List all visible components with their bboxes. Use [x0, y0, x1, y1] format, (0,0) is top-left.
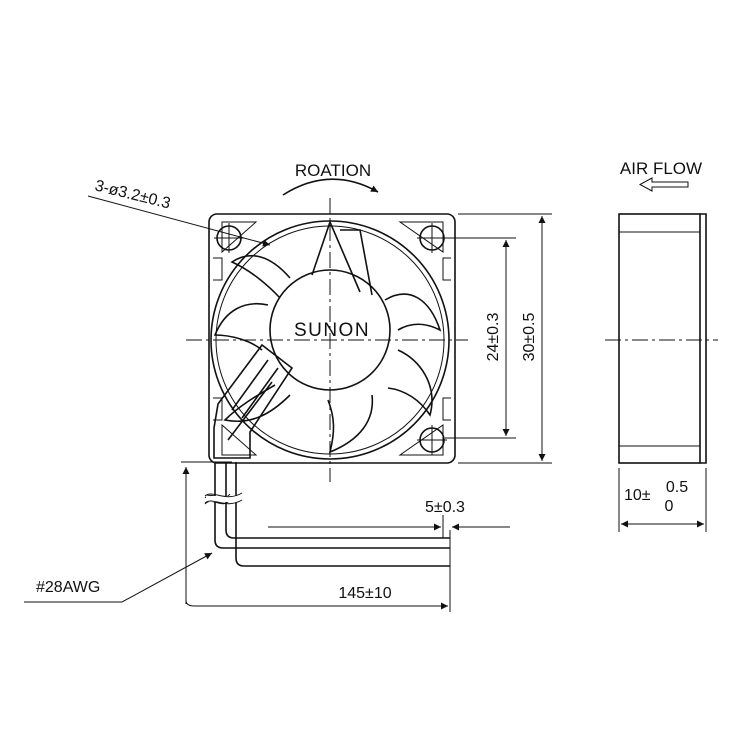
dimension-outer-label: 30±0.5: [521, 312, 538, 361]
dimension-thickness-upper: 0.5: [666, 479, 688, 496]
wire-gauge-label: #28AWG: [36, 579, 100, 596]
hole-spec-label: 3-ø3.2±0.3: [93, 177, 172, 212]
rotation-indicator: ROATION: [282, 161, 379, 196]
side-body: [618, 213, 701, 464]
wire-gauge-callout: #28AWG: [24, 552, 213, 603]
dimension-wire-length: 145±10: [181, 461, 451, 612]
dimension-strip-length: 5±0.3: [268, 499, 510, 538]
fan-side-view: [605, 213, 718, 464]
hole-callout: 3-ø3.2±0.3: [87, 177, 271, 247]
fan-blades: [213, 219, 442, 454]
dimension-thickness-lower: 0: [665, 498, 674, 515]
wire-channel: [213, 343, 294, 459]
rotation-arrow: [282, 178, 379, 196]
dimension-inner-spacing: 24±0.3: [445, 237, 516, 439]
airflow-label: AIR FLOW: [620, 159, 702, 178]
fan-frame: [208, 213, 456, 464]
brand-logo: SUNON: [294, 320, 370, 341]
dimension-inner-label: 24±0.3: [485, 312, 502, 361]
dimension-strip-label: 5±0.3: [425, 499, 465, 516]
dimension-outer-size: 30±0.5: [458, 213, 552, 464]
dimension-thickness: 10± 0.5 0: [618, 468, 707, 532]
airflow-indicator: AIR FLOW: [620, 159, 702, 192]
rotation-label: ROATION: [295, 161, 371, 180]
airflow-arrow-icon: [638, 177, 689, 192]
lead-wires: [204, 462, 451, 574]
dimension-wire-label: 145±10: [338, 585, 391, 602]
dimension-thickness-base: 10±: [624, 487, 651, 504]
fan-front-view: SUNON: [186, 198, 468, 482]
mounting-holes: [214, 223, 447, 455]
hole-leader-line: [87, 195, 271, 247]
